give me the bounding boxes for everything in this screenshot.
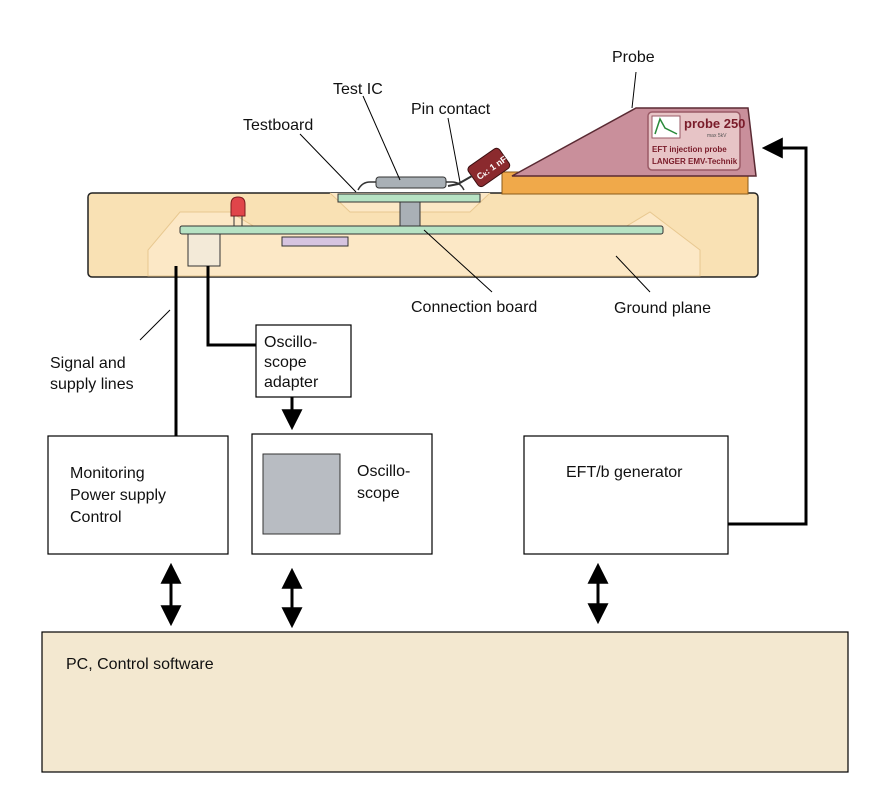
oscilloscope-line2: scope	[357, 485, 400, 502]
label-connection-board: Connection board	[411, 299, 537, 316]
label-ground-plane: Ground plane	[614, 300, 711, 317]
label-test-ic: Test IC	[333, 81, 383, 98]
leader-lines	[139, 71, 651, 341]
eft-generator-label: EFT/b generator	[566, 464, 683, 481]
connector-block	[187, 233, 221, 267]
board-connector	[399, 201, 421, 227]
oscilloscope-line1: Oscillo-	[357, 463, 410, 480]
monitoring-line3: Control	[70, 509, 122, 526]
oscilloscope-adapter-line1: Oscillo-	[264, 334, 317, 351]
led-icon	[230, 196, 246, 226]
monitoring-box: Monitoring Power supply Control	[47, 435, 229, 555]
probe-type: EFT injection probe	[652, 145, 727, 154]
eft-to-probe-line	[728, 137, 808, 526]
oscilloscope-adapter-box: Oscillo- scope adapter	[255, 324, 352, 398]
label-testboard: Testboard	[243, 117, 313, 134]
label-pin-contact: Pin contact	[411, 101, 491, 118]
label-probe: Probe	[612, 49, 655, 66]
oscilloscope-adapter-line2: scope	[264, 354, 307, 371]
probe-model: probe 250	[684, 116, 745, 131]
label-signal-supply-1: Signal and	[50, 355, 126, 372]
testboard	[337, 193, 481, 203]
oscilloscope-screen	[262, 453, 341, 535]
pc-label: PC, Control software	[66, 656, 214, 673]
probe-pulse-icon	[651, 115, 681, 139]
oscilloscope-box: Oscillo- scope	[251, 433, 433, 555]
pc-box: PC, Control software	[41, 631, 849, 773]
label-signal-supply-2: supply lines	[50, 376, 134, 393]
monitoring-line1: Monitoring	[70, 465, 145, 482]
probe-rating: max 5kV	[707, 133, 727, 139]
pc-links	[160, 562, 609, 629]
connection-board-chip	[281, 236, 349, 247]
monitoring-line2: Power supply	[70, 487, 166, 504]
probe-brand: LANGER EMV-Technik	[652, 157, 738, 166]
oscilloscope-adapter-line3: adapter	[264, 374, 319, 391]
connection-board	[179, 225, 664, 235]
wires	[174, 266, 256, 436]
eft-generator-box: EFT/b generator	[523, 435, 729, 555]
probe: probe 250 max 5kV EFT injection probe LA…	[511, 107, 757, 177]
test-ic	[357, 176, 465, 191]
